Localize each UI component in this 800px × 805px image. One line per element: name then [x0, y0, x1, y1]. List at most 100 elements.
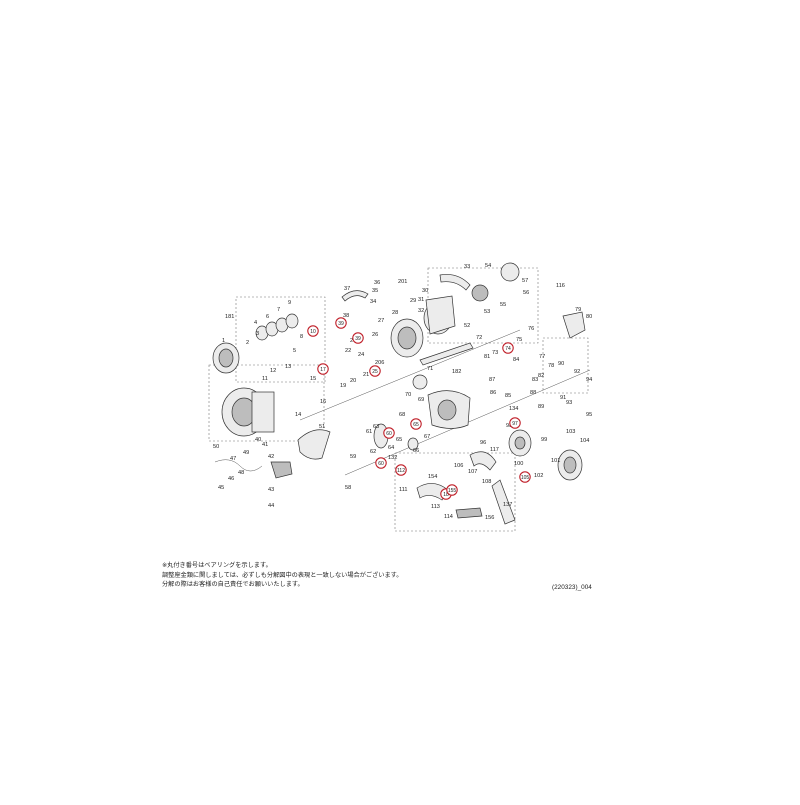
part-label-84: 84 — [513, 357, 519, 363]
svg-text:39: 39 — [355, 336, 361, 342]
part-label-104: 104 — [580, 438, 589, 444]
part-label-72: 72 — [476, 335, 482, 341]
part-label-76: 76 — [528, 326, 534, 332]
svg-text:60: 60 — [386, 431, 392, 437]
part-label-41: 41 — [262, 442, 268, 448]
bearing-label-17: 17 — [317, 363, 329, 375]
part-label-37: 37 — [344, 286, 350, 292]
part-label-4: 4 — [254, 320, 257, 326]
part-label-117: 117 — [490, 447, 499, 453]
part-label-82: 82 — [538, 373, 544, 379]
handle-knob — [416, 483, 449, 501]
part-label-63: 63 — [373, 424, 379, 430]
part-label-86: 86 — [490, 390, 496, 396]
spool — [221, 387, 275, 437]
part-label-66: 66 — [413, 448, 419, 454]
part-label-15: 15 — [310, 376, 316, 382]
part-label-102: 102 — [534, 473, 543, 479]
part-label-62: 62 — [370, 449, 376, 455]
part-label-90: 90 — [558, 361, 564, 367]
spool-drag-knob — [212, 342, 240, 374]
part-label-77: 77 — [539, 354, 545, 360]
side-cover — [557, 449, 583, 481]
part-label-24: 24 — [358, 352, 364, 358]
svg-text:25: 25 — [372, 369, 378, 375]
part-label-26: 26 — [372, 332, 378, 338]
part-label-9: 9 — [288, 300, 291, 306]
svg-text:74: 74 — [505, 346, 511, 352]
part-label-20: 20 — [350, 378, 356, 384]
part-label-116: 116 — [556, 283, 565, 289]
part-label-49: 49 — [243, 450, 249, 456]
part-label-7: 7 — [277, 307, 280, 313]
part-label-5: 5 — [293, 348, 296, 354]
part-label-71: 71 — [427, 366, 433, 372]
part-label-8: 8 — [300, 334, 303, 340]
part-label-59: 59 — [350, 454, 356, 460]
part-label-16: 16 — [320, 399, 326, 405]
part-label-67: 67 — [424, 434, 430, 440]
part-label-100: 100 — [514, 461, 523, 467]
svg-text:10: 10 — [310, 329, 316, 335]
group-box-spool — [208, 364, 325, 442]
bearing-label-60: 60 — [383, 427, 395, 439]
part-label-206: 206 — [375, 360, 384, 366]
part-label-156: 156 — [485, 515, 494, 521]
part-label-93: 93 — [566, 400, 572, 406]
part-label-87: 87 — [489, 377, 495, 383]
part-label-46: 46 — [228, 476, 234, 482]
bail-spring-part — [562, 311, 586, 339]
rotor-arm-part — [297, 429, 331, 460]
bearing-label-65: 65 — [410, 418, 422, 430]
part-label-182: 182 — [452, 369, 461, 375]
bearing-label-74: 74 — [502, 342, 514, 354]
part-label-6: 6 — [266, 314, 269, 320]
part-label-35: 35 — [372, 288, 378, 294]
part-label-33: 33 — [464, 264, 470, 270]
part-label-52: 52 — [464, 323, 470, 329]
svg-text:97: 97 — [512, 421, 518, 427]
part-label-31: 31 — [418, 297, 424, 303]
part-label-22: 22 — [345, 348, 351, 354]
note-disassembly: 分解の際はお客様の自己責任でお願いいたします。 — [162, 581, 304, 589]
footnotes: ※丸付き番号はベアリングを示します。 調整座金類に関しましては、必ずしも分解図中… — [162, 561, 402, 590]
part-label-30: 30 — [422, 288, 428, 294]
rotor-body — [423, 295, 456, 335]
part-label-103: 103 — [566, 429, 575, 435]
part-label-21: 21 — [363, 372, 369, 378]
group-box-181 — [235, 296, 326, 383]
group-box-90 — [542, 337, 589, 394]
bearing-label-25: 25 — [369, 365, 381, 377]
part-label-81: 81 — [484, 354, 490, 360]
bearing-label-105: 105 — [519, 471, 531, 483]
part-label-3: 3 — [256, 331, 259, 337]
part-label-36: 36 — [374, 280, 380, 286]
bearing-label-97: 97 — [509, 417, 521, 429]
part-label-88: 88 — [530, 390, 536, 396]
part-label-68: 68 — [399, 412, 405, 418]
part-label-14: 14 — [295, 412, 301, 418]
part-number-labels: 1234567891112131415161920212223242627282… — [213, 263, 592, 521]
svg-text:39: 39 — [338, 321, 344, 327]
part-label-64: 64 — [388, 445, 394, 451]
part-label-42: 42 — [268, 454, 274, 460]
part-label-2: 2 — [246, 340, 249, 346]
part-label-56: 56 — [523, 290, 529, 296]
part-label-80: 80 — [586, 314, 592, 320]
drag-washer-stack — [255, 313, 299, 341]
part-label-89: 89 — [538, 404, 544, 410]
part-label-99: 99 — [541, 437, 547, 443]
part-label-45: 45 — [218, 485, 224, 491]
part-label-43: 43 — [268, 487, 274, 493]
main-body — [427, 390, 471, 429]
handle — [455, 451, 516, 525]
part-label-32: 32 — [418, 308, 424, 314]
svg-text:17: 17 — [320, 367, 326, 373]
part-label-47: 47 — [230, 456, 236, 462]
bail-arm — [341, 274, 471, 302]
part-label-134: 134 — [509, 406, 518, 412]
part-label-79: 79 — [575, 307, 581, 313]
part-label-78: 78 — [548, 363, 554, 369]
svg-text:112: 112 — [397, 468, 405, 474]
note-shims: 調整座金類に関しましては、必ずしも分解図中の表現と一致しない場合がございます。 — [162, 571, 403, 579]
